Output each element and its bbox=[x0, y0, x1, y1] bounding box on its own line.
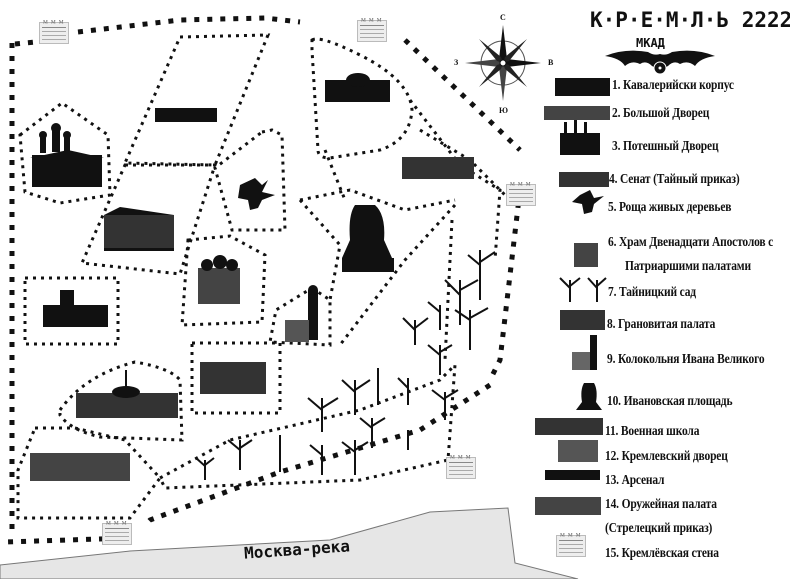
legend-item-9: 9. Колокольня Ивана Великого bbox=[607, 352, 765, 367]
legend-icon-8 bbox=[560, 310, 605, 330]
legend-icon-5 bbox=[572, 190, 604, 214]
wall-tower-icon bbox=[506, 180, 536, 206]
faceted-chamber-icon bbox=[200, 362, 266, 394]
legend-item-14b: (Стрелецкий приказ) bbox=[605, 521, 713, 536]
legend-item-13: 13. Арсенал bbox=[605, 473, 665, 488]
legend-icon-1 bbox=[555, 78, 610, 96]
wall-tower-icon bbox=[102, 519, 132, 545]
grand-palace-icon bbox=[104, 207, 174, 251]
legend-item-1: 1. Кавалерийски корпус bbox=[612, 78, 734, 93]
legend-icons bbox=[535, 78, 610, 515]
legend-item-4: 4. Сенат (Тайный приказ) bbox=[609, 172, 740, 187]
compass-north: С bbox=[500, 13, 506, 22]
taynitsky-garden-trees bbox=[195, 250, 496, 480]
legend-icon-6 bbox=[574, 243, 598, 267]
wall-tower-icon bbox=[39, 18, 69, 44]
legend-icon-3 bbox=[560, 120, 600, 155]
legend-icon-14 bbox=[535, 497, 601, 515]
moscow-river bbox=[0, 507, 579, 579]
military-school-icon bbox=[30, 453, 130, 481]
senate-icon bbox=[325, 73, 390, 102]
legend-item-7: 7. Тайницкий сад bbox=[608, 285, 696, 300]
legend-icon-9 bbox=[572, 335, 597, 370]
bat-radiation-icon bbox=[605, 50, 715, 75]
wall-tower-icon bbox=[357, 16, 387, 42]
tsar-bell-icon bbox=[342, 205, 394, 272]
zone-boundaries bbox=[16, 33, 507, 520]
bell-tower-icon bbox=[285, 285, 318, 342]
compass-rose-icon bbox=[465, 25, 541, 101]
legend-item-5: 5. Роща живых деревьев bbox=[608, 200, 732, 215]
living-tree-icon bbox=[238, 178, 275, 210]
legend-item-6: 6. Храм Двенадцати Апостолов с bbox=[608, 235, 774, 250]
legend-item-6b: Патриаршими палатами bbox=[625, 259, 751, 274]
legend-icon-2 bbox=[544, 106, 610, 120]
legend-item-12: 12. Кремлевский дворец bbox=[605, 449, 728, 464]
map-title: К·Р·Е·М·Л·Ь 2222 bbox=[590, 8, 790, 32]
legend-icon-4 bbox=[559, 172, 609, 187]
legend-item-8: 8. Грановитая палата bbox=[607, 317, 716, 332]
legend-item-10: 10. Ивановская площадь bbox=[607, 394, 733, 409]
legend-icon-12 bbox=[558, 440, 598, 462]
wall-tower-icon bbox=[446, 453, 476, 479]
legend-icon-15 bbox=[556, 531, 586, 557]
legend-item-15: 15. Кремлёвская стена bbox=[605, 546, 719, 561]
cavalry-corps-icon bbox=[155, 108, 217, 122]
kremlin-wall-outline bbox=[4, 15, 523, 545]
twelve-apostles-icon bbox=[198, 255, 240, 304]
legend-icon-13 bbox=[545, 470, 600, 480]
legend-item-14: 14. Оружейная палата bbox=[605, 497, 717, 512]
map-subtitle: МКАД bbox=[636, 36, 665, 50]
compass-east: В bbox=[548, 58, 554, 67]
legend-icon-11 bbox=[535, 418, 603, 435]
compass-west: З bbox=[454, 58, 459, 67]
cavalry-box-icon bbox=[43, 290, 108, 327]
compass-south: Ю bbox=[499, 106, 509, 115]
kremlin-palace-icon bbox=[76, 370, 178, 418]
legend-item-11: 11. Военная школа bbox=[605, 424, 700, 439]
poteshny-palace-icon bbox=[30, 123, 104, 187]
legend-item-2: 2. Большой Дворец bbox=[612, 106, 710, 121]
armoury-map-icon bbox=[402, 157, 474, 179]
legend-item-3: 3. Потешный Дворец bbox=[612, 139, 719, 154]
legend-icon-7 bbox=[559, 277, 607, 302]
map-building-icons bbox=[30, 73, 474, 481]
legend-icon-10 bbox=[576, 383, 602, 410]
